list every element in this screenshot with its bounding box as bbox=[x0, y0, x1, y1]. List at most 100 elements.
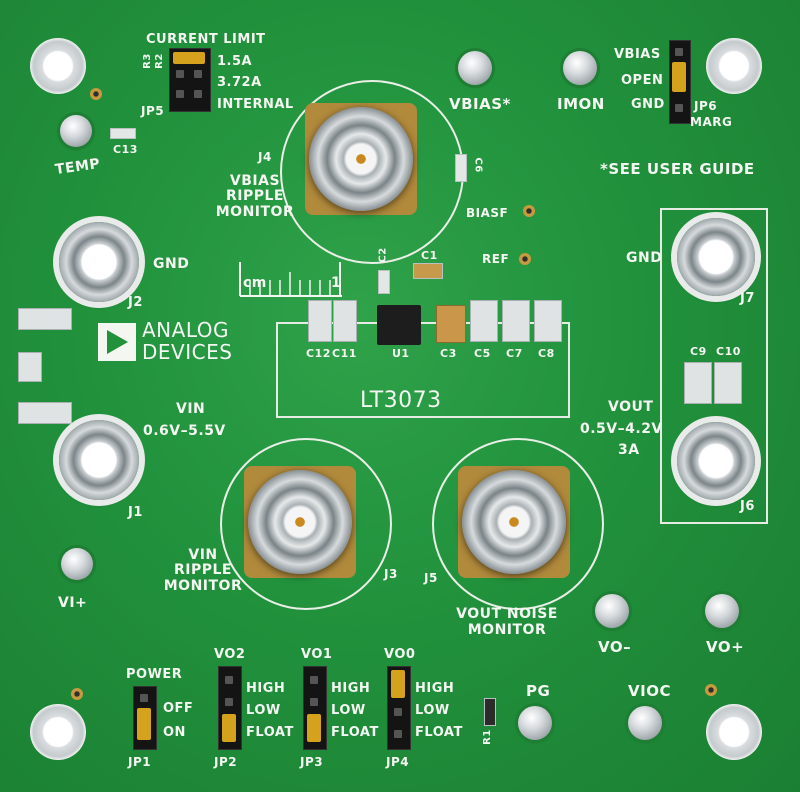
jp2-label: JP2 bbox=[214, 755, 238, 769]
temp-label: TEMP bbox=[54, 155, 102, 179]
header-pin bbox=[176, 90, 184, 98]
vo-minus-test-point[interactable] bbox=[595, 594, 629, 628]
vbias-test-point[interactable] bbox=[458, 51, 492, 85]
pg-test-point[interactable] bbox=[518, 706, 552, 740]
brand-devices: DEVICES bbox=[142, 340, 233, 364]
vi-plus-label: VI+ bbox=[58, 595, 88, 611]
jp4-low-label: LOW bbox=[415, 703, 450, 718]
vout-current-label: 3A bbox=[618, 442, 640, 458]
c6-label: C6 bbox=[472, 157, 484, 173]
c12-pad bbox=[308, 300, 332, 342]
temp-test-point[interactable] bbox=[60, 115, 92, 147]
mounting-hole-top-left bbox=[30, 38, 86, 94]
u1-regulator-chip bbox=[377, 305, 421, 345]
r2-label: R2 bbox=[153, 53, 165, 69]
c13-capacitor bbox=[110, 128, 136, 139]
part-number-label: LT3073 bbox=[360, 388, 442, 413]
j4-label: J4 bbox=[258, 150, 272, 164]
header-pin bbox=[675, 48, 683, 56]
j4-bnc-connector[interactable] bbox=[309, 107, 413, 211]
jp1-label: JP1 bbox=[128, 755, 152, 769]
header-pin bbox=[675, 104, 683, 112]
jp6-open-label: OPEN bbox=[621, 73, 664, 88]
ref-via bbox=[519, 253, 531, 265]
j6-vout-binding-post[interactable] bbox=[677, 422, 755, 500]
gnd-left-label: GND bbox=[153, 256, 190, 272]
c8-pad bbox=[534, 300, 562, 342]
c3-label: C3 bbox=[440, 347, 457, 360]
jp1-shunt[interactable] bbox=[137, 708, 151, 740]
edge-pad bbox=[18, 308, 72, 330]
jp6-label: JP6 bbox=[694, 99, 718, 113]
via bbox=[705, 684, 717, 696]
j7-gnd-binding-post[interactable] bbox=[677, 218, 755, 296]
analog-devices-logo-icon bbox=[98, 323, 136, 361]
vin-ripple-monitor-label: VIN RIPPLE MONITOR bbox=[163, 547, 243, 594]
vioc-test-point[interactable] bbox=[628, 706, 662, 740]
header-pin bbox=[394, 708, 402, 716]
jp6-vbias-label: VBIAS bbox=[614, 47, 661, 62]
jp2-high-label: HIGH bbox=[246, 681, 286, 696]
header-pin bbox=[310, 698, 318, 706]
c9-label: C9 bbox=[690, 345, 707, 358]
vo1-label: VO1 bbox=[301, 647, 333, 662]
j3-silk-ring bbox=[220, 438, 392, 610]
jp4-high-label: HIGH bbox=[415, 681, 455, 696]
c5-pad bbox=[470, 300, 498, 342]
vo-minus-label: VO– bbox=[598, 638, 632, 656]
biasf-via bbox=[523, 205, 535, 217]
c11-pad bbox=[333, 300, 357, 342]
c10-label: C10 bbox=[716, 345, 741, 358]
jp6-gnd-label: GND bbox=[631, 97, 665, 112]
limit-internal-label: INTERNAL bbox=[217, 97, 294, 112]
j2-gnd-binding-post[interactable] bbox=[59, 222, 139, 302]
header-pin bbox=[194, 90, 202, 98]
c12-label: C12 bbox=[306, 347, 331, 360]
mounting-hole-bottom-left bbox=[30, 704, 86, 760]
vbias-label: VBIAS* bbox=[449, 95, 511, 113]
j3-bnc-connector[interactable] bbox=[248, 470, 352, 574]
j5-bnc-connector[interactable] bbox=[462, 470, 566, 574]
off-label: OFF bbox=[163, 701, 194, 716]
vin-label: VIN bbox=[176, 401, 206, 417]
jp4-float-label: FLOAT bbox=[415, 725, 463, 740]
header-pin bbox=[140, 694, 148, 702]
c11-label: C11 bbox=[332, 347, 357, 360]
vo-plus-test-point[interactable] bbox=[705, 594, 739, 628]
c5-label: C5 bbox=[474, 347, 491, 360]
jp5-shunt[interactable] bbox=[173, 52, 205, 64]
jp5-label: JP5 bbox=[141, 104, 165, 118]
header-pin bbox=[310, 676, 318, 684]
jp2-shunt[interactable] bbox=[222, 714, 236, 742]
j2-label: J2 bbox=[128, 295, 143, 310]
header-pin bbox=[176, 70, 184, 78]
marg-label: MARG bbox=[690, 115, 733, 129]
limit-3p72a-label: 3.72A bbox=[217, 75, 262, 90]
header-pin bbox=[194, 70, 202, 78]
jp3-float-label: FLOAT bbox=[331, 725, 379, 740]
ref-label: REF bbox=[482, 252, 510, 266]
c1-capacitor bbox=[413, 263, 443, 279]
vi-plus-test-point[interactable] bbox=[61, 548, 93, 580]
brand-analog: ANALOG bbox=[142, 318, 229, 342]
u1-label: U1 bbox=[392, 347, 410, 360]
jp2-low-label: LOW bbox=[246, 703, 281, 718]
c8-label: C8 bbox=[538, 347, 555, 360]
mounting-hole-bottom-right bbox=[706, 704, 762, 760]
c3-capacitor bbox=[436, 305, 466, 343]
jp3-shunt[interactable] bbox=[307, 714, 321, 742]
jp3-label: JP3 bbox=[300, 755, 324, 769]
header-pin bbox=[225, 698, 233, 706]
imon-test-point[interactable] bbox=[563, 51, 597, 85]
output-section-outline bbox=[660, 208, 768, 524]
c6-capacitor bbox=[455, 154, 467, 182]
jp6-shunt[interactable] bbox=[672, 62, 686, 92]
j1-label: J1 bbox=[128, 505, 143, 520]
header-pin bbox=[225, 676, 233, 684]
via bbox=[90, 88, 102, 100]
j1-vin-binding-post[interactable] bbox=[59, 420, 139, 500]
edge-pad bbox=[18, 352, 42, 382]
via bbox=[71, 688, 83, 700]
jp4-shunt[interactable] bbox=[391, 670, 405, 698]
jp3-low-label: LOW bbox=[331, 703, 366, 718]
